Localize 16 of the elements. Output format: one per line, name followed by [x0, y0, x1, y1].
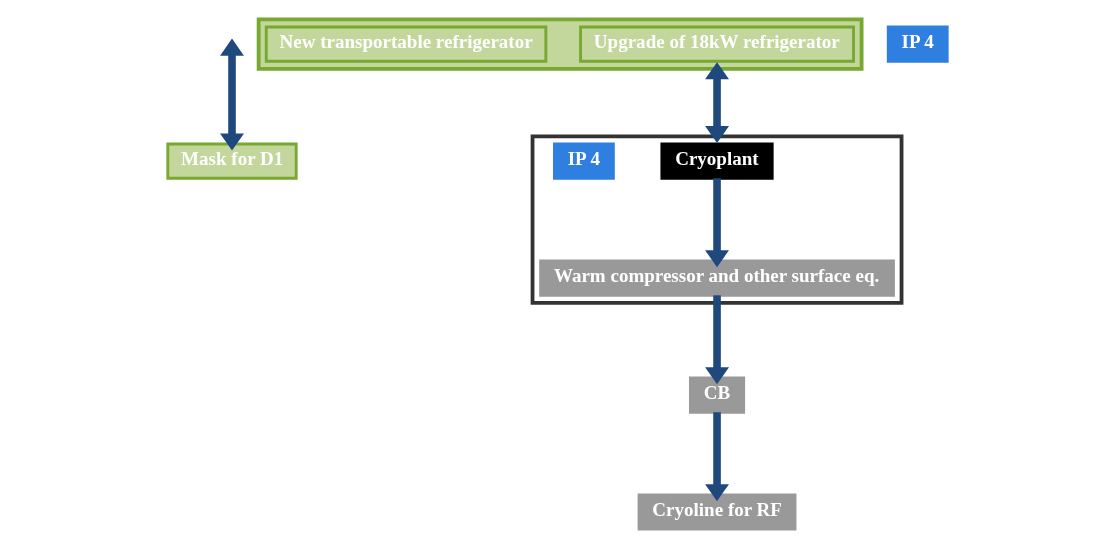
arrow	[220, 38, 244, 151]
node-box: Mask for D1	[166, 142, 298, 180]
cluster	[530, 134, 904, 305]
cluster	[256, 17, 864, 71]
node-box: IP 4	[553, 142, 615, 180]
node-box: New transportable refrigerator	[264, 25, 548, 63]
node-box: Cryoplant	[660, 142, 774, 180]
node-box: Cryoline for RF	[637, 493, 797, 531]
node-box: IP 4	[886, 25, 949, 63]
arrow	[705, 412, 729, 502]
node-box: CB	[689, 376, 746, 414]
arrow	[705, 295, 729, 385]
arrow	[705, 178, 729, 268]
node-box: Upgrade of 18kW refrigerator	[579, 25, 855, 63]
node-box: Warm compressor and other surface eq.	[539, 259, 895, 297]
arrow	[705, 62, 729, 144]
